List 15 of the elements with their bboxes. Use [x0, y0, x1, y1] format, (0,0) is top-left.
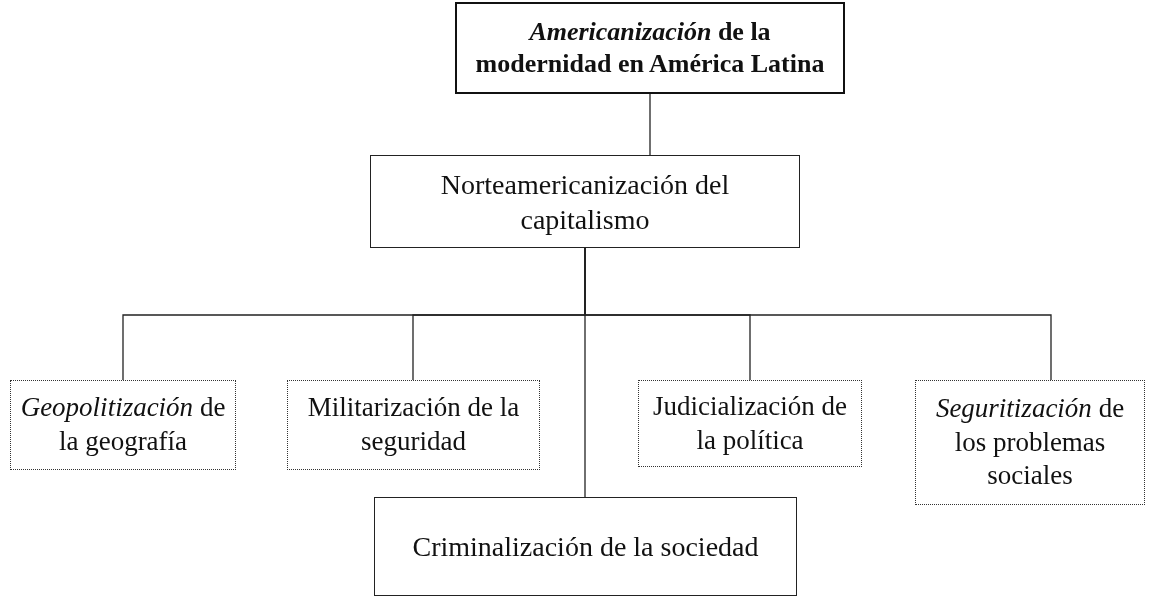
box-text: Geopolitización de la geografía — [19, 391, 227, 458]
concept-box — [10, 380, 236, 470]
box-text: Norteamericanización del capitalismo — [439, 167, 731, 237]
box-text: Judicialización de la política — [651, 389, 849, 457]
box-text: Seguritización de los problemas sociales — [934, 391, 1126, 493]
box-text: Americanización de la modernidad en América Latina — [474, 15, 826, 80]
concept-box — [374, 497, 797, 596]
concept-box — [915, 380, 1145, 505]
title-box — [455, 2, 845, 94]
connector-line — [649, 93, 651, 156]
concept-box — [287, 380, 540, 470]
box-text: Militarización de la seguridad — [306, 391, 521, 458]
concept-box — [638, 380, 862, 467]
box-text: Criminalización de la sociedad — [412, 530, 759, 564]
concept-box — [370, 155, 800, 248]
